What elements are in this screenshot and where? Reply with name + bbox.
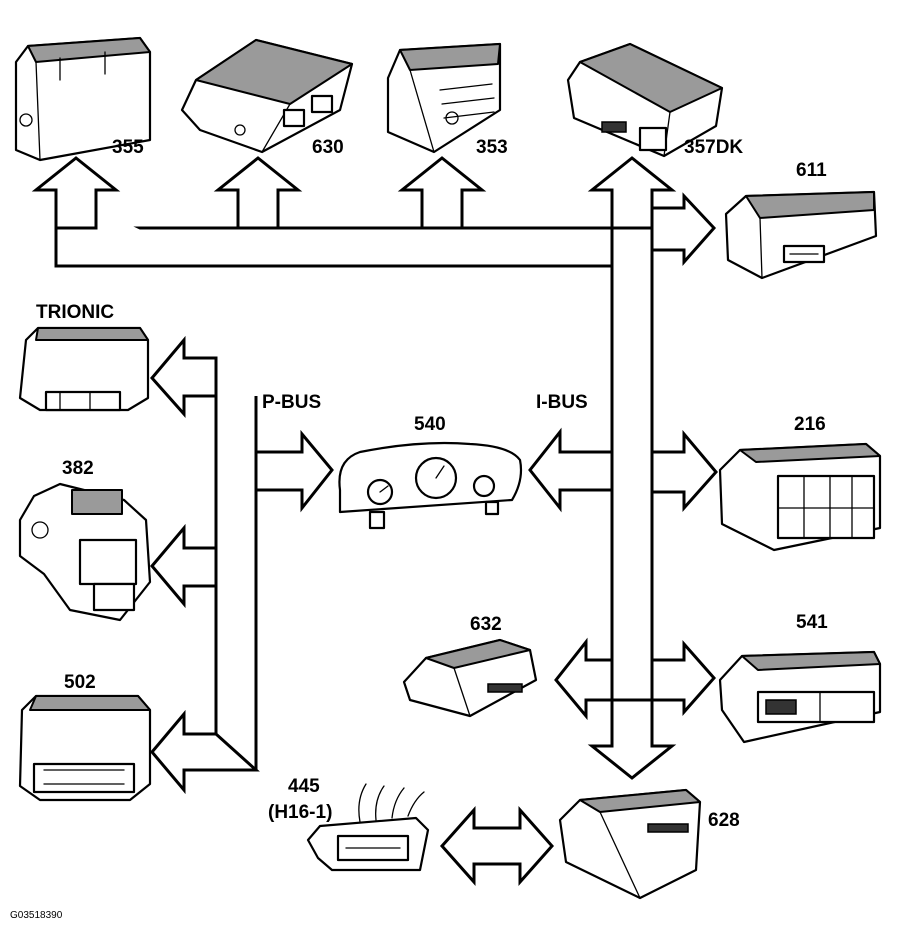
label-628: 628 [708, 810, 740, 831]
module-trionic-drawing [18, 326, 150, 412]
module-540-drawing [338, 441, 523, 530]
arrow-right-216 [650, 429, 718, 512]
label-p-bus: P-BUS [262, 392, 321, 413]
module-611-drawing [724, 190, 878, 280]
module-541-drawing [718, 650, 882, 744]
arrow-down-628 [587, 698, 677, 780]
label-445-sub: (H16-1) [268, 802, 332, 823]
module-445-drawing [306, 783, 430, 872]
label-445: 445 [288, 776, 320, 797]
arrow-left-632 [554, 637, 614, 721]
arrow-left-540-ibus [528, 427, 614, 513]
label-trionic: TRIONIC [36, 302, 114, 323]
i-bus-trunk [610, 228, 654, 660]
module-355-drawing [14, 36, 152, 162]
module-382-drawing [18, 482, 152, 622]
arrow-up-355 [31, 156, 121, 230]
module-628-drawing [558, 788, 702, 900]
arrow-up-353 [397, 156, 487, 230]
arrow-right-611 [650, 192, 717, 266]
label-382: 382 [62, 458, 94, 479]
module-502-drawing [18, 694, 152, 802]
arrow-right-540-pbus [254, 429, 334, 513]
label-630: 630 [312, 137, 344, 158]
label-357dk: 357DK [684, 137, 743, 158]
label-540: 540 [414, 414, 446, 435]
module-632-drawing [402, 638, 538, 718]
label-632: 632 [470, 614, 502, 635]
arrow-right-541 [650, 640, 717, 716]
arrow-up-630 [213, 156, 303, 230]
i-bus-top-line-1 [94, 190, 614, 230]
label-216: 216 [794, 414, 826, 435]
module-216-drawing [718, 442, 882, 552]
p-bus-trunk [214, 396, 258, 770]
arrow-left-382 [150, 523, 218, 609]
arrow-left-502 [150, 709, 260, 795]
figure-code: G03518390 [10, 910, 63, 921]
double-arrow-445-628 [439, 806, 555, 886]
module-630-drawing [180, 38, 354, 154]
module-357dk-drawing [566, 42, 724, 158]
label-353: 353 [476, 137, 508, 158]
module-353-drawing [386, 42, 502, 154]
bus-arrows [31, 156, 718, 886]
label-611: 611 [796, 160, 827, 181]
label-502: 502 [64, 672, 96, 693]
label-541: 541 [796, 612, 828, 633]
label-355: 355 [112, 137, 144, 158]
label-i-bus: I-BUS [536, 392, 588, 413]
arrow-left-trionic [150, 335, 218, 418]
